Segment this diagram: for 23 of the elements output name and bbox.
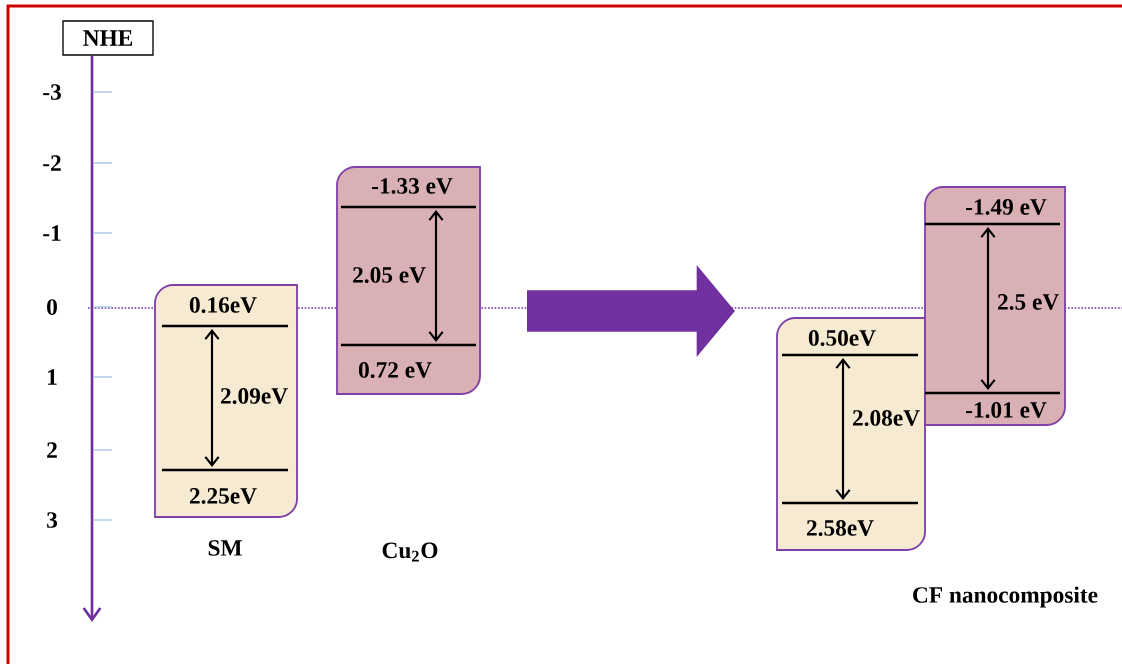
material-label: Cu$_{2}$O [382,542,438,562]
energy-label: -1.49 eV [966,199,1047,215]
energy-label: 2.58eV [806,520,874,536]
tick-label: -2 [43,155,61,171]
axis-label-box: NHE [62,20,154,56]
band-gap-label: 2.09eV [221,388,288,404]
tick-label: 0 [47,299,57,315]
tick-label: 1 [48,369,57,385]
tick-label: -3 [43,84,61,100]
energy-label: -1.33 eV [372,178,453,194]
energy-label: 0.16eV [189,297,257,313]
energy-label: 0.72 eV [358,362,432,378]
energy-label: 2.25eV [189,488,257,504]
energy-label: 0.50eV [808,330,876,346]
tick-label: 3 [47,512,58,528]
energy-label: -1.01 eV [966,402,1047,418]
material-label: SM [208,540,242,556]
band-gap-label: 2.5 eV [998,294,1059,310]
tick-label: -1 [43,225,61,241]
material-label: CF nanocomposite [913,586,1098,608]
tick-label: 2 [47,442,57,458]
band-gap-label: 2.08eV [853,410,920,426]
band-gap-label: 2.05 eV [353,267,426,283]
